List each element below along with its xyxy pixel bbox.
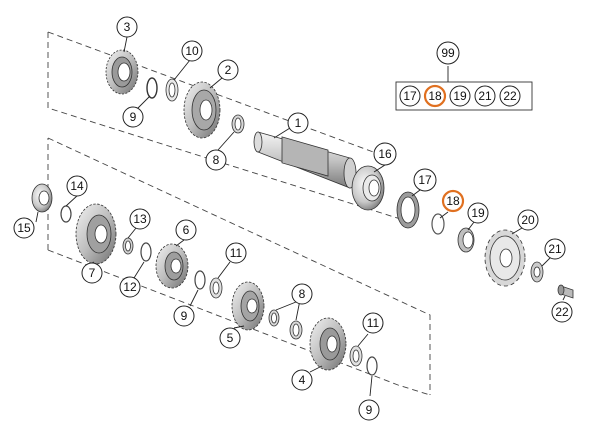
gear-5 [231,281,265,331]
washer-14 [60,205,72,223]
washer-9-lower [366,356,378,376]
kit-99-label: 99 [441,46,455,60]
gear-2 [183,81,221,139]
callout-17[interactable]: 17 [413,168,437,192]
callout-19[interactable]: 19 [467,202,489,224]
callout-label: 1 [295,116,302,130]
washer-9-upper [146,77,158,99]
callout-2[interactable]: 2 [217,59,239,81]
kit-item-label: 17 [403,89,417,103]
callout-label: 13 [133,212,147,226]
kit-item-label: 22 [503,89,517,103]
callout-5[interactable]: 5 [219,327,241,349]
bushing-8-lower-b [289,320,303,340]
callout-11-lower[interactable]: 11 [362,312,384,334]
callout-label: 11 [367,316,380,330]
spacer-19 [457,227,475,253]
washer-9-middle [194,270,206,290]
o-ring-18 [431,213,445,235]
kit-item-label: 19 [453,89,467,103]
callout-15[interactable]: 15 [13,217,35,239]
callout-label: 9 [181,309,188,323]
callout-9-upper[interactable]: 9 [122,106,144,128]
callout-label: 20 [521,213,535,227]
callout-6[interactable]: 6 [175,219,197,241]
callout-16[interactable]: 16 [373,142,397,166]
bearing-15 [31,183,53,213]
callout-4[interactable]: 4 [291,369,313,391]
gear-4 [309,317,347,371]
callout-7[interactable]: 7 [81,262,103,284]
callout-label: 9 [366,403,373,417]
callout-label: 17 [418,173,432,187]
callout-18-highlighted[interactable]: 18 [441,189,465,213]
kit-item-21[interactable]: 21 [474,85,496,107]
callout-1[interactable]: 1 [287,112,309,134]
callout-9-lower[interactable]: 9 [358,399,380,421]
callout-label: 9 [130,110,137,124]
kit-99-callout[interactable]: 99 [436,41,460,65]
callout-label: 8 [299,287,306,301]
callout-22[interactable]: 22 [551,301,573,323]
lock-washer-21 [530,261,544,283]
washer-12 [140,242,152,262]
bushing-13 [122,237,134,255]
callout-label: 21 [548,242,562,256]
callout-label: 4 [299,373,306,387]
kit-item-22[interactable]: 22 [499,85,521,107]
bushing-8-upper [231,114,245,134]
callout-14[interactable]: 14 [66,175,88,197]
gear-6 [155,243,189,289]
callout-label: 22 [555,305,569,319]
gear-7 [75,203,117,265]
callout-label: 18 [446,194,460,208]
callout-13[interactable]: 13 [129,208,151,230]
washer-10 [165,78,179,102]
callout-label: 11 [230,246,243,260]
bearing-16 [351,165,385,211]
callout-label: 8 [213,153,220,167]
callout-label: 15 [17,221,31,235]
callout-21[interactable]: 21 [544,238,566,260]
callout-10[interactable]: 10 [181,40,203,62]
callout-3[interactable]: 3 [116,16,138,38]
callout-label: 7 [89,266,96,280]
kit-item-label: 18 [428,89,442,103]
callout-8-upper[interactable]: 8 [205,149,227,171]
kit-item-17[interactable]: 17 [399,85,421,107]
kit-item-label: 21 [478,89,492,103]
kit-item-19[interactable]: 19 [449,85,471,107]
callout-label: 10 [185,44,199,58]
kit-99-group: 99 17 18 19 21 22 [395,41,533,111]
washer-11-upper [209,277,223,299]
callout-9-middle[interactable]: 9 [173,305,195,327]
callout-label: 5 [227,331,234,345]
washer-11-lower [349,345,363,367]
callout-label: 14 [70,179,84,193]
callout-label: 12 [123,280,137,294]
callout-label: 2 [225,63,232,77]
leader-lines [35,36,566,397]
callout-8-lower[interactable]: 8 [291,283,313,305]
seal-17 [396,191,420,229]
callout-label: 16 [378,147,392,161]
gear-3 [105,49,139,95]
callout-11-upper[interactable]: 11 [225,242,247,264]
callout-20[interactable]: 20 [517,209,539,231]
sprocket-20 [484,229,526,287]
kit-item-18-highlighted[interactable]: 18 [423,84,447,108]
bolt-22 [557,284,574,299]
callout-label: 19 [471,206,485,220]
callout-label: 3 [124,20,131,34]
bushing-8-lower-a [268,309,280,327]
callout-12[interactable]: 12 [119,276,141,298]
callout-label: 6 [183,223,190,237]
